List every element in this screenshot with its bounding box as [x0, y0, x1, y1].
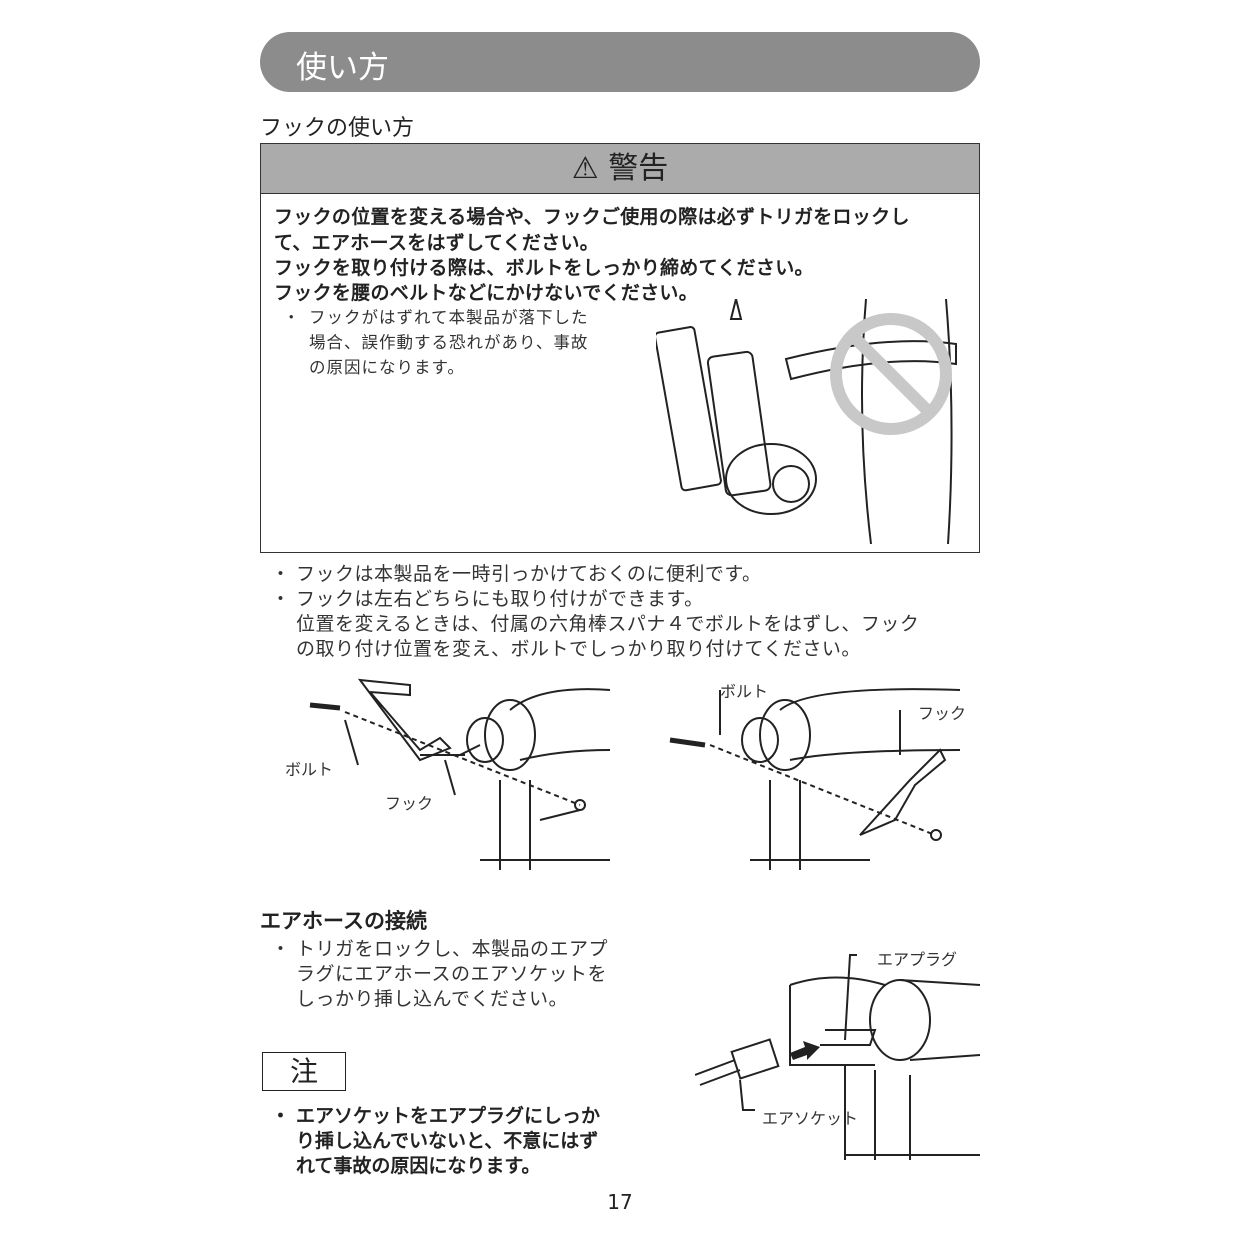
hook-section-title: フックの使い方 [260, 116, 415, 141]
hose-bullet: トリガをロックし、本製品のエアプ [296, 938, 609, 960]
note-line: れて事故の原因になります。 [296, 1155, 541, 1177]
hook-bullet: 位置を変えるときは、付属の六角棒スパナ４でボルトをはずし、フック [296, 613, 920, 635]
page-title: 使い方 [296, 50, 389, 86]
hook-bullet: フックは左右どちらにも取り付けができます。 [296, 588, 704, 610]
warning-line: フックを腰のベルトなどにかけないでください。 [274, 282, 699, 304]
hook-bullet: フックは本製品を一時引っかけておくのに便利です。 [296, 563, 762, 585]
bullet-mark: ・ [271, 938, 291, 960]
warning-header: ⚠ 警告 [261, 144, 979, 194]
hook-bullet: の取り付け位置を変え、ボルトでしっかり取り付けてください。 [296, 638, 861, 660]
bolt-label: ボルト [720, 682, 769, 701]
hose-bullet: しっかり挿し込んでください。 [296, 988, 569, 1010]
hose-section-title: エアホースの接続 [260, 909, 427, 933]
warning-line: フックを取り付ける際は、ボルトをしっかり締めてください。 [274, 257, 814, 279]
warning-triangle-icon: ⚠ [571, 151, 599, 186]
hook-label: フック [918, 704, 967, 723]
prohibited-belt-illustration [656, 299, 957, 544]
bullet-mark: ・ [283, 308, 301, 327]
warning-line: フックの位置を変える場合や、フックご使用の際は必ずトリガをロックし [274, 206, 910, 228]
page-number: 17 [607, 1190, 633, 1214]
bullet-mark: ・ [271, 563, 291, 585]
note-line: エアソケットをエアプラグにしっか [296, 1105, 601, 1127]
air-hose-diagram [695, 954, 980, 1160]
warning-bullet-line: の原因になります。 [309, 358, 465, 377]
note-line: り挿し込んでいないと、不意にはず [296, 1130, 599, 1152]
warning-title: 警告 [608, 151, 669, 186]
warning-box: ⚠ 警告 フックの位置を変える場合や、フックご使用の際は必ずトリガをロックし て… [260, 143, 980, 553]
section-header: 使い方 [260, 32, 980, 92]
hook-label: フック [385, 794, 434, 813]
warning-bullet-line: フックがはずれて本製品が落下した [309, 308, 589, 327]
warning-line: て、エアホースをはずしてください。 [274, 232, 600, 254]
hook-diagram-right [669, 688, 961, 870]
warning-bullet-line: 場合、誤作動する恐れがあり、事故 [309, 333, 589, 352]
hose-bullet: ラグにエアホースのエアソケットを [296, 963, 608, 985]
insert-arrow-icon [790, 1041, 820, 1060]
air-socket-label: エアソケット [762, 1109, 859, 1128]
prohibited-icon [830, 313, 952, 435]
hook-diagram-left [309, 678, 611, 870]
bullet-mark: ・ [271, 1105, 291, 1127]
note-label: 注 [262, 1052, 346, 1091]
bullet-mark: ・ [271, 588, 291, 610]
air-plug-label: エアプラグ [877, 950, 958, 969]
bolt-label: ボルト [285, 760, 334, 779]
